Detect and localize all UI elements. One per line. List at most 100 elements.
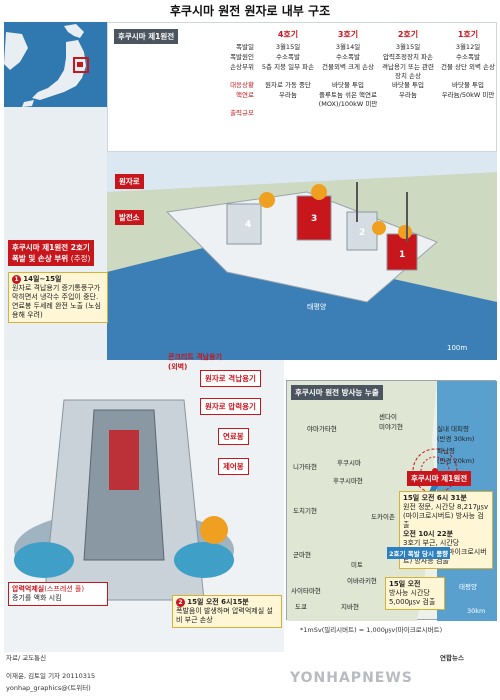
city-label: 센다이 (379, 413, 397, 421)
rad-n3-text: 방사능 시간당 5,000㎲v 검출 (389, 589, 436, 606)
evac-indoor: 실내 대피령 (437, 425, 469, 433)
containment-label: 콘크리트 격납용기 (외벽) (168, 352, 222, 372)
unit-number: 2 (359, 228, 366, 238)
containment-text: 콘크리트 격납용기 (168, 353, 222, 361)
damage-heading-text: 후쿠시마 제1원전 2호기 (12, 243, 90, 252)
city-label: 도쿄 (295, 603, 307, 611)
col-unit2: 2호기 (397, 30, 419, 39)
scale-label: 30km (467, 607, 486, 615)
city-label: 지바현 (341, 603, 359, 611)
watermark: YONHAPNEWS (290, 670, 413, 686)
cell: 수소폭발 (276, 53, 300, 61)
city-label: 미야기현 (379, 423, 403, 431)
cell: 플루토늄 섞은 핵연료 (MOX)/100kW 미만 (318, 91, 378, 108)
note-number: 2 (176, 598, 185, 607)
evac-indoor-label: 실내 대피령 (반경 30km) (437, 423, 474, 443)
evac: 피난령 (437, 447, 455, 455)
suppression-text: 압력억제실 (12, 585, 45, 593)
cell: 압력조정장치 파손 (383, 53, 433, 61)
note2-time: 15일 오전 6시15분 (187, 598, 249, 606)
col-unit3: 3호기 (337, 30, 359, 39)
cell: 바닷물 투입 (392, 81, 424, 89)
suppression-sub: (스프레션 풀) (44, 585, 85, 593)
reactor-drawing (14, 399, 234, 601)
cell: 격납용기 또는 관련 장치 손상 (382, 63, 434, 80)
cell: 바닷물 투입 (332, 81, 364, 89)
reactor-info-table: 후쿠시마 제1원전 4호기 3호기 2호기 1호기 폭발일 3월15일 3월14… (107, 22, 497, 152)
japan-locator-map (4, 22, 107, 107)
control-rod-label: 제어봉 (218, 458, 249, 475)
city-label: 야마가타현 (307, 425, 337, 433)
unit-number: 4 (245, 220, 252, 230)
containment-sub: (외벽) (168, 363, 188, 371)
city-label: 도카이촌 (371, 513, 395, 521)
sea-label: 태평양 (459, 583, 477, 591)
row-label: 대응상황 (230, 81, 254, 89)
row-label: 손상부위 (230, 63, 254, 71)
row-label: 핵연료 (236, 91, 254, 99)
cell: 우라늄 (399, 91, 417, 99)
row-label: 폭발일 (236, 43, 254, 51)
city-label: 니가타현 (293, 463, 317, 471)
fuel-rod-label: 연료봉 (218, 428, 249, 445)
plant-illustration: 4 3 2 1 원자로 발전소 태평양 100m (107, 152, 497, 360)
damage-note-2: 2 15일 오전 6시15분 폭발음이 발생하며 압력억제실 설비 부근 손상 (172, 595, 282, 628)
cell: 원자로 가동 중단 (265, 81, 311, 89)
row-label: 폭발원인 (230, 53, 254, 61)
row-label: 출력규모 (230, 109, 254, 117)
city-label: 도치기현 (293, 507, 317, 515)
pressure-vessel-label: 원자로 압력용기 (200, 398, 261, 415)
cell: 바닷물 투입 (452, 81, 484, 89)
damage-subheading-text: 폭발 및 손상 부위 (12, 254, 69, 263)
col-unit1: 1호기 (457, 30, 479, 39)
city-label: 이바라키현 (347, 577, 377, 585)
cell: 우라늄 (279, 91, 297, 99)
email-label: yonhap_graphics@(트위터) (6, 684, 91, 692)
explosion-note: 2호기 폭발 당시 풍향 (387, 547, 451, 559)
city-label: 미토 (351, 561, 363, 569)
city-label: 후쿠시마현 (333, 477, 363, 485)
plant-label: 후쿠시마 제1원전 (407, 471, 472, 486)
suppression-desc: 증기를 액화 시킴 (12, 594, 62, 602)
cell: 건물 상단 외벽 손상 (440, 63, 496, 71)
evac-indoor-range: (반경 30km) (437, 435, 475, 443)
generator-label: 발전소 (115, 210, 144, 225)
cell: 3월15일 (275, 43, 301, 51)
unit-number: 3 (311, 214, 318, 224)
scale-label: 100m (447, 344, 468, 352)
damage-subnote-text: (추정) (70, 254, 91, 263)
evac-range: (반경 20km) (437, 457, 475, 465)
vessel-containment-label: 원자로 격납용기 (200, 370, 261, 387)
brand-label: 연합뉴스 (440, 654, 464, 662)
source-label: 자료/ 교도통신 (6, 654, 47, 662)
japan-map-icon (4, 24, 89, 107)
rad-n2-time: 오전 10시 22분 (403, 530, 454, 538)
cell: 수소폭발 (456, 53, 480, 61)
cell: 우라늄/50kW 미만 (441, 91, 495, 99)
rad-note-3: 15일 오전 방사능 시간당 5,000㎲v 검출 (385, 577, 445, 610)
radmap-heading: 후쿠시마 원전 방사능 누출 (291, 385, 383, 400)
note2-text: 폭발음이 발생하며 압력억제실 설비 부근 손상 (176, 607, 273, 624)
cell: 건물외벽 크게 손상 (322, 63, 374, 71)
city-label: 군마현 (293, 551, 311, 559)
col-unit4: 4호기 (277, 30, 299, 39)
damage-note-1: 1 14일~15일 원자로 격납용기 증기통풍구가 막히면서 냉각수 주입이 중… (8, 272, 108, 323)
cell: 수소폭발 (336, 53, 360, 61)
sea-label: 태평양 (307, 303, 327, 311)
reactor-label: 원자로 (115, 174, 144, 189)
rad-n1-time: 15일 오전 6시 31분 (403, 494, 467, 502)
cell: 3월14일 (335, 43, 361, 51)
cell: 3월12일 (455, 43, 481, 51)
info-heading: 후쿠시마 제1원전 (114, 29, 179, 44)
cell: 3월15일 (395, 43, 421, 51)
cell: 5층 지붕 일부 파손 (261, 63, 315, 71)
rad-n3-time: 15일 오전 (389, 580, 421, 588)
unit-number: 1 (399, 250, 406, 260)
damage-heading: 후쿠시마 제1원전 2호기 폭발 및 손상 부위 (추정) (8, 240, 95, 266)
city-label: 후쿠시마 (337, 459, 361, 467)
unit-note: *1mSv(밀리시버트) = 1,000㎲v(마이크로시버트) (300, 626, 443, 634)
evac-label: 피난령 (반경 20km) (437, 445, 474, 465)
author-label: 이재윤, 김토일 기자 20110315 (6, 672, 96, 680)
note1-time: 14일~15일 (23, 275, 62, 283)
note1-text: 원자로 격납용기 증기통풍구가 막히면서 냉각수 주입이 중단. 연료봉 두세례… (12, 284, 101, 319)
